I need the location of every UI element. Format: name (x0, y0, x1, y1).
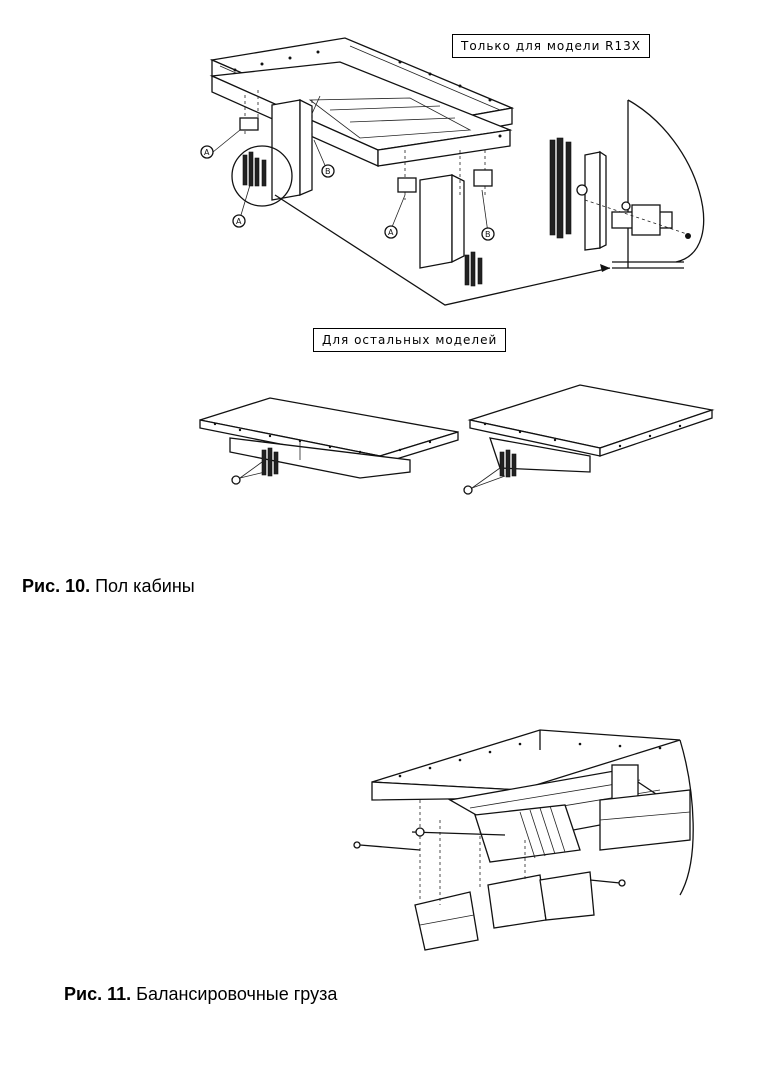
figure11-caption-text: Балансировочные груза (131, 984, 338, 1004)
figure10-r13x-drawing: A A B A B (200, 37, 705, 306)
svg-text:A: A (204, 148, 210, 157)
figure10-caption-number: Рис. 10. (22, 576, 91, 596)
figure11-caption-number: Рис. 11. (64, 984, 132, 1004)
svg-text:A: A (236, 217, 242, 226)
svg-text:A: A (388, 228, 394, 237)
svg-text:B: B (325, 167, 331, 176)
label-r13x-only: Только для модели R13X (452, 34, 651, 58)
figure10-caption: Рис. 10. Пол кабины (22, 576, 195, 597)
label-other-models: Для остальных моделей (313, 328, 507, 352)
figure10-caption-text: Пол кабины (90, 576, 195, 596)
figure11-caption: Рис. 11. Балансировочные груза (64, 984, 337, 1005)
figure10-other-models-drawing (199, 384, 715, 495)
svg-text:B: B (485, 230, 491, 239)
figure11-drawing (353, 729, 694, 951)
